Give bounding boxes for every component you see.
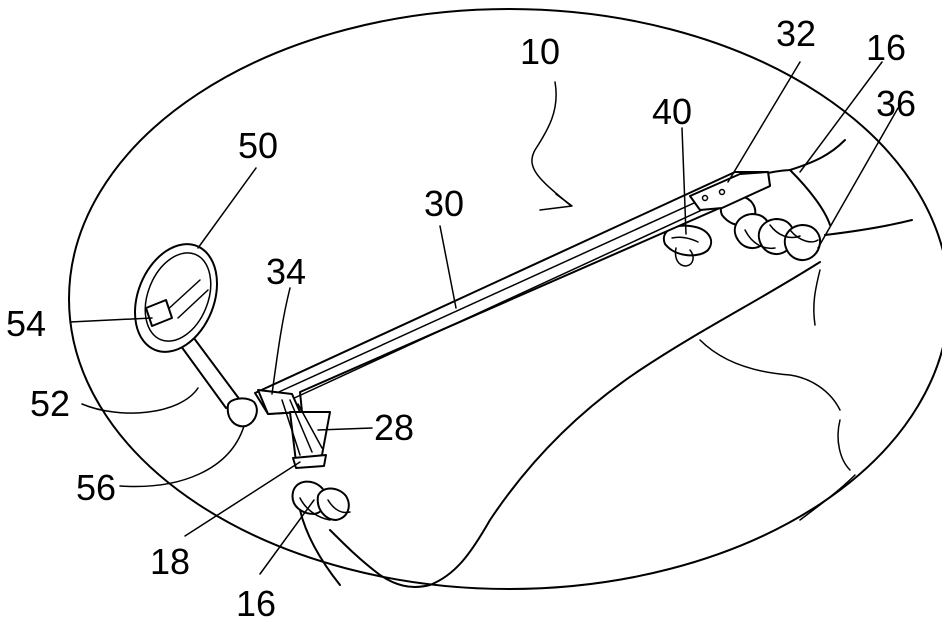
leader-52 xyxy=(82,388,198,413)
leader-36 xyxy=(818,108,898,248)
leader-50 xyxy=(198,168,256,248)
label-50: 50 xyxy=(238,125,278,166)
label-34: 34 xyxy=(266,251,306,292)
label-16-top: 16 xyxy=(866,27,906,68)
label-36: 36 xyxy=(876,83,916,124)
leader-10 xyxy=(532,82,570,205)
leader-16-bottom xyxy=(260,500,314,574)
mirror xyxy=(120,232,232,364)
shaft xyxy=(255,172,770,414)
arrow-10 xyxy=(540,194,572,210)
label-54: 54 xyxy=(6,303,46,344)
label-56: 56 xyxy=(76,467,116,508)
trigger-finger xyxy=(664,226,711,266)
jaw-assembly xyxy=(258,390,330,468)
label-28: 28 xyxy=(374,407,414,448)
leader-30 xyxy=(440,226,456,308)
lower-hand xyxy=(293,482,350,585)
label-16-bottom: 16 xyxy=(236,583,276,624)
label-52: 52 xyxy=(30,383,70,424)
label-10: 10 xyxy=(520,31,560,72)
label-32: 32 xyxy=(776,13,816,54)
label-40: 40 xyxy=(652,91,692,132)
label-30: 30 xyxy=(424,183,464,224)
arm-outline xyxy=(330,220,912,587)
label-18: 18 xyxy=(150,541,190,582)
leader-32 xyxy=(728,62,800,182)
leader-16-top xyxy=(800,62,882,172)
